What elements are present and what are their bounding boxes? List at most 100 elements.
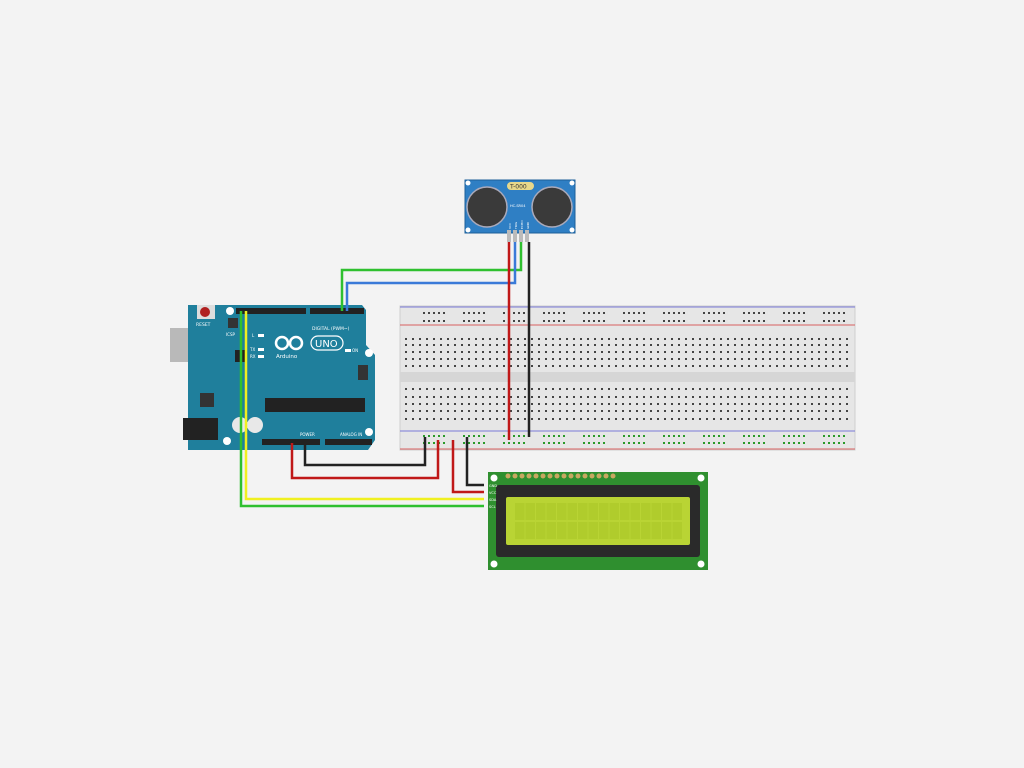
breadboard-hole xyxy=(755,338,757,340)
rail-hole xyxy=(468,435,470,437)
breadboard-hole xyxy=(692,344,694,346)
rail-hole xyxy=(718,435,720,437)
breadboard-hole xyxy=(594,410,596,412)
rail-hole xyxy=(583,442,585,444)
breadboard-hole xyxy=(559,418,561,420)
breadboard-hole xyxy=(461,396,463,398)
breadboard-hole xyxy=(552,351,554,353)
rail-hole xyxy=(543,320,545,322)
lcd-header-pin xyxy=(575,473,581,479)
breadboard-hole xyxy=(440,410,442,412)
breadboard-hole xyxy=(783,418,785,420)
breadboard-hole xyxy=(748,410,750,412)
breadboard-hole xyxy=(776,365,778,367)
icsp-label: ICSP xyxy=(226,332,236,337)
rail-hole xyxy=(553,442,555,444)
breadboard-hole xyxy=(839,403,841,405)
breadboard-hole xyxy=(832,396,834,398)
rail-hole xyxy=(638,442,640,444)
breadboard-hole xyxy=(412,338,414,340)
breadboard-hole xyxy=(517,410,519,412)
breadboard-hole xyxy=(720,338,722,340)
breadboard-hole xyxy=(776,344,778,346)
rail-hole xyxy=(503,442,505,444)
breadboard-hole xyxy=(643,351,645,353)
breadboard-hole xyxy=(629,403,631,405)
breadboard-hole xyxy=(573,344,575,346)
breadboard-hole xyxy=(412,344,414,346)
lcd-header-pin xyxy=(519,473,525,479)
wire-red-lcd-vcc xyxy=(451,440,484,494)
breadboard-hole xyxy=(699,388,701,390)
rail-hole xyxy=(703,442,705,444)
breadboard-hole xyxy=(762,344,764,346)
breadboard-hole xyxy=(832,358,834,360)
breadboard-hole xyxy=(503,344,505,346)
rail-hole xyxy=(663,442,665,444)
breadboard-hole xyxy=(531,410,533,412)
breadboard-hole xyxy=(699,365,701,367)
rail-hole xyxy=(753,442,755,444)
rail-hole xyxy=(473,320,475,322)
rail-hole xyxy=(588,435,590,437)
rail-hole xyxy=(673,442,675,444)
breadboard-hole xyxy=(776,403,778,405)
breadboard-hole xyxy=(482,403,484,405)
breadboard-hole xyxy=(468,351,470,353)
rail-hole xyxy=(743,442,745,444)
breadboard-hole xyxy=(517,358,519,360)
breadboard-hole xyxy=(825,351,827,353)
breadboard-hole xyxy=(615,388,617,390)
breadboard-hole xyxy=(706,396,708,398)
breadboard-hole xyxy=(776,338,778,340)
voltage-regulator xyxy=(200,393,214,407)
rail-hole xyxy=(703,320,705,322)
breadboard-hole xyxy=(818,388,820,390)
breadboard-hole xyxy=(762,410,764,412)
breadboard-hole xyxy=(636,351,638,353)
rail-hole xyxy=(833,435,835,437)
breadboard-hole xyxy=(748,338,750,340)
breadboard-hole xyxy=(671,410,673,412)
breadboard-hole xyxy=(489,396,491,398)
breadboard-hole xyxy=(601,403,603,405)
breadboard-hole xyxy=(510,338,512,340)
breadboard-hole xyxy=(405,351,407,353)
breadboard-hole xyxy=(482,396,484,398)
rail-hole xyxy=(793,442,795,444)
lcd-char-cell xyxy=(525,503,535,520)
rail-hole xyxy=(718,312,720,314)
reset-label: RESET xyxy=(196,322,211,328)
breadboard-hole xyxy=(783,351,785,353)
breadboard-hole xyxy=(706,338,708,340)
lcd-char-cell xyxy=(578,522,588,539)
rail-hole xyxy=(763,442,765,444)
breadboard-hole xyxy=(727,365,729,367)
breadboard-hole xyxy=(405,388,407,390)
rail-hole xyxy=(463,320,465,322)
rail-hole xyxy=(763,435,765,437)
breadboard-hole xyxy=(650,365,652,367)
breadboard-hole xyxy=(559,388,561,390)
breadboard-hole xyxy=(657,365,659,367)
breadboard-hole xyxy=(685,396,687,398)
lcd-header-pin xyxy=(526,473,532,479)
breadboard-hole xyxy=(811,351,813,353)
breadboard-hole xyxy=(615,365,617,367)
rail-hole xyxy=(838,442,840,444)
breadboard-hole xyxy=(664,388,666,390)
breadboard-hole xyxy=(762,403,764,405)
lcd-char-cell xyxy=(630,503,640,520)
microcontroller-chip xyxy=(265,398,365,412)
breadboard-hole xyxy=(720,365,722,367)
rail-hole xyxy=(803,312,805,314)
rail-hole xyxy=(543,312,545,314)
breadboard-hole xyxy=(601,358,603,360)
lcd-char-cell xyxy=(588,503,598,520)
breadboard-hole xyxy=(797,365,799,367)
reset-button[interactable] xyxy=(200,307,210,317)
breadboard-hole xyxy=(594,388,596,390)
rail-hole xyxy=(823,320,825,322)
breadboard-hole xyxy=(706,344,708,346)
breadboard-hole xyxy=(503,418,505,420)
